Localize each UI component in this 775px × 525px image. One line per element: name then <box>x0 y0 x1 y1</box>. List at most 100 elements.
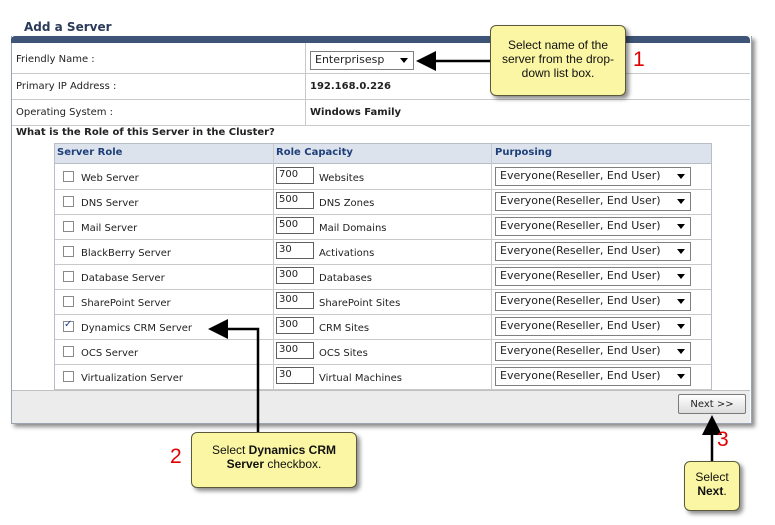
capacity-input[interactable]: 300 <box>276 342 314 359</box>
table-row: OCS Server 300 OCS Sites Everyone(Reseller,… <box>55 339 711 365</box>
ip-label: Primary IP Address : <box>16 81 117 92</box>
role-checkbox[interactable] <box>63 171 74 182</box>
purposing-value: Everyone(Reseller, End User) <box>500 219 661 232</box>
role-label: Web Server <box>81 173 139 184</box>
capacity-input[interactable]: 30 <box>276 367 314 384</box>
panel-header-bar <box>11 36 750 43</box>
capacity-unit: CRM Sites <box>319 323 370 334</box>
chevron-down-icon <box>400 58 408 63</box>
role-checkbox[interactable] <box>63 196 74 207</box>
capacity-unit: Virtual Machines <box>319 373 402 384</box>
next-button[interactable]: Next >> <box>678 394 746 414</box>
table-row: Web Server 700 Websites Everyone(Reseller, … <box>55 164 711 190</box>
purposing-value: Everyone(Reseller, End User) <box>500 344 661 357</box>
ip-value: 192.168.0.226 <box>310 81 391 92</box>
role-checkbox[interactable] <box>63 296 74 307</box>
role-checkbox[interactable] <box>63 246 74 257</box>
step-number-3: 3 <box>717 428 729 451</box>
capacity-input[interactable]: 700 <box>276 167 314 184</box>
role-label: OCS Server <box>81 348 139 359</box>
column-header-capacity: Role Capacity <box>276 147 353 158</box>
chevron-down-icon <box>677 324 685 329</box>
column-header-role: Server Role <box>57 147 123 158</box>
field-divider <box>305 43 306 126</box>
callout-select-crm: Select Dynamics CRM Server checkbox. <box>191 432 357 488</box>
callout-text: Select name of the server from the drop-… <box>501 38 615 80</box>
chevron-down-icon <box>677 349 685 354</box>
purposing-dropdown[interactable]: Everyone(Reseller, End User) <box>495 292 691 311</box>
role-label: Mail Server <box>81 223 138 234</box>
purposing-dropdown[interactable]: Everyone(Reseller, End User) <box>495 192 691 211</box>
callout-bold-text: Next <box>697 484 724 498</box>
friendly-name-value: Enterprisesp <box>315 53 385 66</box>
table-row: Database Server 300 Databases Everyone(Rese… <box>55 264 711 290</box>
purposing-value: Everyone(Reseller, End User) <box>500 194 661 207</box>
capacity-input[interactable]: 500 <box>276 192 314 209</box>
purposing-dropdown[interactable]: Everyone(Reseller, End User) <box>495 317 691 336</box>
capacity-input[interactable]: 500 <box>276 217 314 234</box>
purposing-dropdown[interactable]: Everyone(Reseller, End User) <box>495 167 691 186</box>
friendly-name-label: Friendly Name : <box>16 54 95 65</box>
page-title: Add a Server <box>24 20 112 34</box>
column-header-purposing: Purposing <box>495 147 553 158</box>
cluster-question: What is the Role of this Server in the C… <box>16 127 275 138</box>
capacity-unit: SharePoint Sites <box>319 298 401 309</box>
chevron-down-icon <box>677 249 685 254</box>
table-row: Mail Server 500 Mail Domains Everyone(Resel… <box>55 214 711 240</box>
capacity-input[interactable]: 300 <box>276 317 314 334</box>
capacity-unit: Websites <box>319 173 365 184</box>
role-checkbox[interactable] <box>63 271 74 282</box>
step-number-1: 1 <box>633 48 645 71</box>
arrow-to-crm-checkbox <box>208 319 260 432</box>
os-label: Operating System : <box>16 107 114 118</box>
role-checkbox[interactable] <box>63 371 74 382</box>
role-label: Database Server <box>81 273 165 284</box>
panel-footer <box>12 390 750 423</box>
purposing-dropdown[interactable]: Everyone(Reseller, End User) <box>495 242 691 261</box>
table-header: Server Role Role Capacity Purposing <box>55 144 711 164</box>
os-row: Operating System : <box>12 100 750 126</box>
capacity-input[interactable]: 300 <box>276 292 314 309</box>
purposing-value: Everyone(Reseller, End User) <box>500 269 661 282</box>
purposing-value: Everyone(Reseller, End User) <box>500 294 661 307</box>
column-divider <box>491 144 492 390</box>
role-label: SharePoint Server <box>81 298 171 309</box>
purposing-dropdown[interactable]: Everyone(Reseller, End User) <box>495 217 691 236</box>
purposing-dropdown[interactable]: Everyone(Reseller, End User) <box>495 267 691 286</box>
chevron-down-icon <box>677 274 685 279</box>
capacity-unit: Activations <box>319 248 375 259</box>
table-row: DNS Server 500 DNS Zones Everyone(Reseller,… <box>55 189 711 215</box>
purposing-dropdown[interactable]: Everyone(Reseller, End User) <box>495 367 691 386</box>
chevron-down-icon <box>677 174 685 179</box>
callout-bold-text: Dynamics CRM Server <box>226 443 337 471</box>
role-checkbox[interactable] <box>63 319 74 332</box>
purposing-value: Everyone(Reseller, End User) <box>500 244 661 257</box>
callout-select-name: Select name of the server from the drop-… <box>490 25 626 96</box>
chevron-down-icon <box>677 199 685 204</box>
callout-text: Select <box>211 443 249 457</box>
capacity-unit: Databases <box>319 273 372 284</box>
callout-select-next: Select Next. <box>684 461 740 511</box>
callout-text: checkbox. <box>264 457 322 471</box>
purposing-dropdown[interactable]: Everyone(Reseller, End User) <box>495 342 691 361</box>
purposing-value: Everyone(Reseller, End User) <box>500 169 661 182</box>
role-label: DNS Server <box>81 198 139 209</box>
server-roles-table: Server Role Role Capacity Purposing Web … <box>54 143 712 391</box>
role-checkbox[interactable] <box>63 346 74 357</box>
friendly-name-dropdown[interactable]: Enterprisesp <box>310 51 414 70</box>
callout-text: . <box>723 484 727 498</box>
table-row: SharePoint Server 300 SharePoint Sites Ever… <box>55 289 711 315</box>
capacity-unit: OCS Sites <box>319 348 368 359</box>
capacity-unit: Mail Domains <box>319 223 387 234</box>
callout-text: Select <box>695 470 729 484</box>
os-value: Windows Family <box>310 107 402 118</box>
step-number-2: 2 <box>170 445 182 468</box>
capacity-input[interactable]: 300 <box>276 267 314 284</box>
role-checkbox[interactable] <box>63 221 74 232</box>
capacity-input[interactable]: 30 <box>276 242 314 259</box>
capacity-unit: DNS Zones <box>319 198 375 209</box>
